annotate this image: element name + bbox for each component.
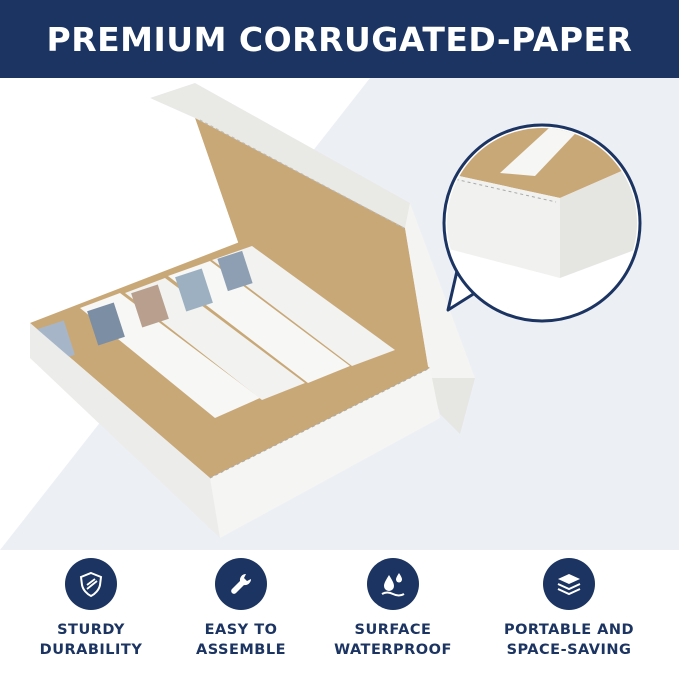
feature-label: EASY TO ASSEMBLE [196, 622, 286, 658]
product-illustration [0, 78, 679, 550]
page-title: PREMIUM CORRUGATED-PAPER [46, 19, 633, 59]
feature-label: SURFACE WATERPROOF [334, 622, 452, 658]
feature-sturdy-durability: STURDY DURABILITY [16, 558, 166, 660]
box-body [30, 238, 440, 538]
water-drops-icon [367, 558, 419, 610]
header-banner: PREMIUM CORRUGATED-PAPER [0, 0, 679, 78]
feature-surface-waterproof: SURFACE WATERPROOF [318, 558, 468, 660]
feature-label: STURDY DURABILITY [39, 622, 143, 658]
layers-icon [543, 558, 595, 610]
feature-list: STURDY DURABILITY EASY TO ASSEMBLE SURFA… [0, 550, 679, 679]
feature-easy-to-assemble: EASY TO ASSEMBLE [166, 558, 316, 660]
feature-label: PORTABLE AND SPACE-SAVING [503, 622, 635, 658]
feature-portable-space-saving: PORTABLE AND SPACE-SAVING [494, 558, 644, 660]
shield-icon [65, 558, 117, 610]
box-lid [150, 83, 475, 434]
zoom-callout [442, 123, 642, 323]
product-photo-svg [0, 78, 679, 550]
wrench-icon [215, 558, 267, 610]
